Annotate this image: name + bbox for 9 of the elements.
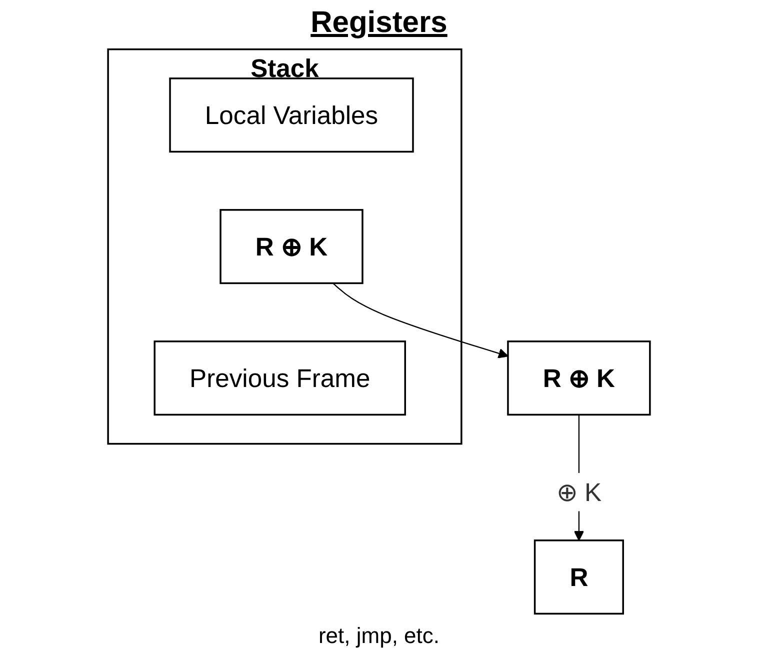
edge-label: ⊕ K — [556, 478, 602, 507]
node-box: Local Variables — [169, 78, 414, 153]
node-box: R ⊕ K — [507, 340, 651, 416]
node-box: R ⊕ K — [220, 209, 364, 284]
node-box: Previous Frame — [154, 340, 406, 416]
heading: Registers — [310, 6, 448, 40]
node-box: R — [534, 540, 624, 615]
note: ret, jmp, etc. — [318, 623, 440, 649]
arrow — [332, 282, 508, 358]
